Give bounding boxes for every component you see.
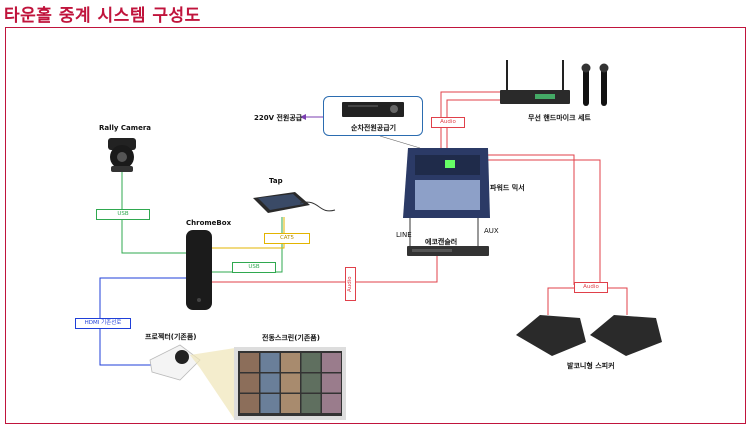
hdmi-tag: HDMI 기존선로 — [75, 318, 131, 329]
tap-label: Tap — [269, 177, 283, 185]
speakers-image — [516, 315, 662, 356]
screen-video-tile — [301, 353, 321, 372]
wireless-mic-label: 무선 핸드마이크 세트 — [528, 114, 591, 122]
aux-label: AUX — [484, 227, 499, 235]
audio-echo-tag: Audio — [345, 267, 356, 301]
screen-video-tile — [240, 353, 259, 372]
screen-video-tile — [281, 373, 300, 393]
mixer-label: 파워드 믹서 — [490, 184, 525, 192]
audio-spk-wire — [488, 159, 601, 285]
mixer-image — [403, 148, 490, 218]
screen-video-tile — [260, 353, 280, 372]
screen-video-tile — [322, 394, 341, 413]
audio-mic-tag: Audio — [431, 117, 465, 128]
audio-echo-wire — [212, 254, 438, 283]
screen-video-tile — [301, 394, 321, 413]
usb-camera-tag: USB — [96, 209, 150, 220]
power-arrow — [300, 114, 306, 120]
chromebox-label: ChromeBox — [186, 219, 232, 227]
chromebox-image — [186, 230, 212, 310]
rally-camera-image — [108, 138, 136, 172]
screen-video-tile — [322, 373, 341, 393]
tap-image — [253, 192, 336, 213]
echo-canceller-label: 에코캔슬러 — [425, 238, 458, 246]
screen-video-tile — [301, 373, 321, 393]
projector-image — [149, 344, 235, 420]
screen-video-tile — [260, 394, 280, 413]
audio-mic-wire — [446, 99, 505, 148]
usb-tap-tag: USB — [232, 262, 276, 273]
speakers-label: 발코니형 스피커 — [567, 362, 615, 370]
screen-video-tile — [260, 373, 280, 393]
screen-video-tile — [240, 373, 259, 393]
rally-camera-label: Rally Camera — [99, 124, 151, 132]
usb-camera-wire — [121, 172, 188, 254]
power-220v-label: 220V 전원공급 — [254, 114, 303, 122]
power-supply-box — [323, 96, 423, 136]
projector-label: 프로젝터(기존품) — [145, 333, 197, 341]
cat5-wire — [212, 217, 285, 249]
diagram-frame — [5, 27, 746, 424]
screen-video-tile — [240, 394, 259, 413]
screen-video-tile — [322, 353, 341, 372]
audio-speaker-tag: Audio — [574, 282, 608, 293]
power-wire-mixer — [379, 135, 421, 149]
screen-video-tile — [281, 353, 300, 372]
power-supply-image — [342, 102, 404, 117]
page-title: 타운홀 중계 시스템 구성도 — [4, 6, 201, 26]
echo-canceller-image — [407, 246, 489, 256]
wireless-mic-image — [500, 60, 609, 106]
audio-spk-wire-2 — [488, 154, 575, 285]
line-label: LINE — [396, 231, 412, 239]
cat5-tag: CAT5 — [264, 233, 310, 244]
audio-mic-wire-2 — [440, 91, 505, 148]
screen-video-tile — [281, 394, 300, 413]
power-supply-label: 순차전원공급기 — [351, 124, 397, 132]
screen-label: 전동스크린(기존품) — [262, 334, 320, 342]
